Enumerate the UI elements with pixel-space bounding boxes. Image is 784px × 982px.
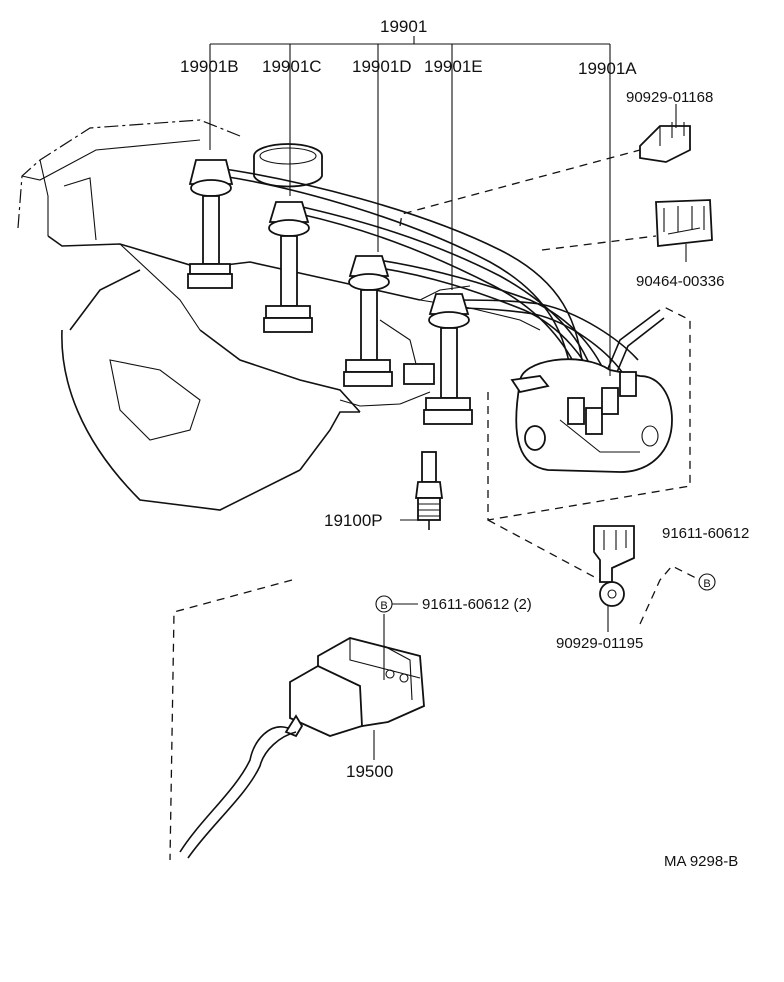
- bolt-right-dashed-leader: [639, 565, 701, 625]
- label-wire-c: 19901C: [262, 57, 322, 76]
- oil-filler-cap: [253, 143, 323, 188]
- label-wire-b: 19901B: [180, 57, 239, 76]
- figure-code: MA 9298-B: [664, 853, 738, 870]
- plug-boot-e: [403, 293, 473, 425]
- plug-boot-b: [187, 159, 234, 289]
- label-wire-e: 19901E: [424, 57, 483, 76]
- clamp-mid-part: [655, 199, 713, 248]
- bolt-marker-coil: B: [375, 595, 393, 613]
- clamp-top-part: [639, 122, 691, 163]
- bolt-marker-coil-letter: B: [380, 600, 387, 612]
- label-bracket-bottom: 90929-01195: [556, 635, 643, 652]
- label-wire-a: 19901A: [578, 59, 637, 78]
- label-wire-d: 19901D: [352, 57, 412, 76]
- engine-block-outline: [17, 119, 541, 511]
- plug-boot-c: [263, 201, 313, 333]
- plug-boot-d: [343, 255, 393, 387]
- bracket-dashed-leader: [487, 519, 601, 581]
- label-ignition-coil: 19500: [346, 762, 393, 781]
- label-leaders: [209, 36, 687, 680]
- bracket-bottom-part: [593, 525, 635, 607]
- distributor: [487, 305, 691, 521]
- ignition-coil: [169, 579, 425, 861]
- clamp-mid-dashed-leader: [541, 235, 657, 251]
- label-clamp-mid: 90464-00336: [636, 273, 724, 290]
- bolt-marker-right-letter: B: [703, 578, 710, 590]
- bolt-marker-right: B: [698, 573, 716, 591]
- label-wire-set: 19901: [380, 17, 427, 36]
- label-clamp-top: 90929-01168: [626, 89, 713, 106]
- label-bolt-coil: 91611-60612 (2): [422, 596, 532, 613]
- label-bolt-right: 91611-60612: [662, 525, 749, 542]
- clamp-top-dashed-leader: [399, 149, 641, 227]
- spark-plug: [400, 451, 444, 530]
- label-spark-plug: 19100P: [324, 511, 383, 530]
